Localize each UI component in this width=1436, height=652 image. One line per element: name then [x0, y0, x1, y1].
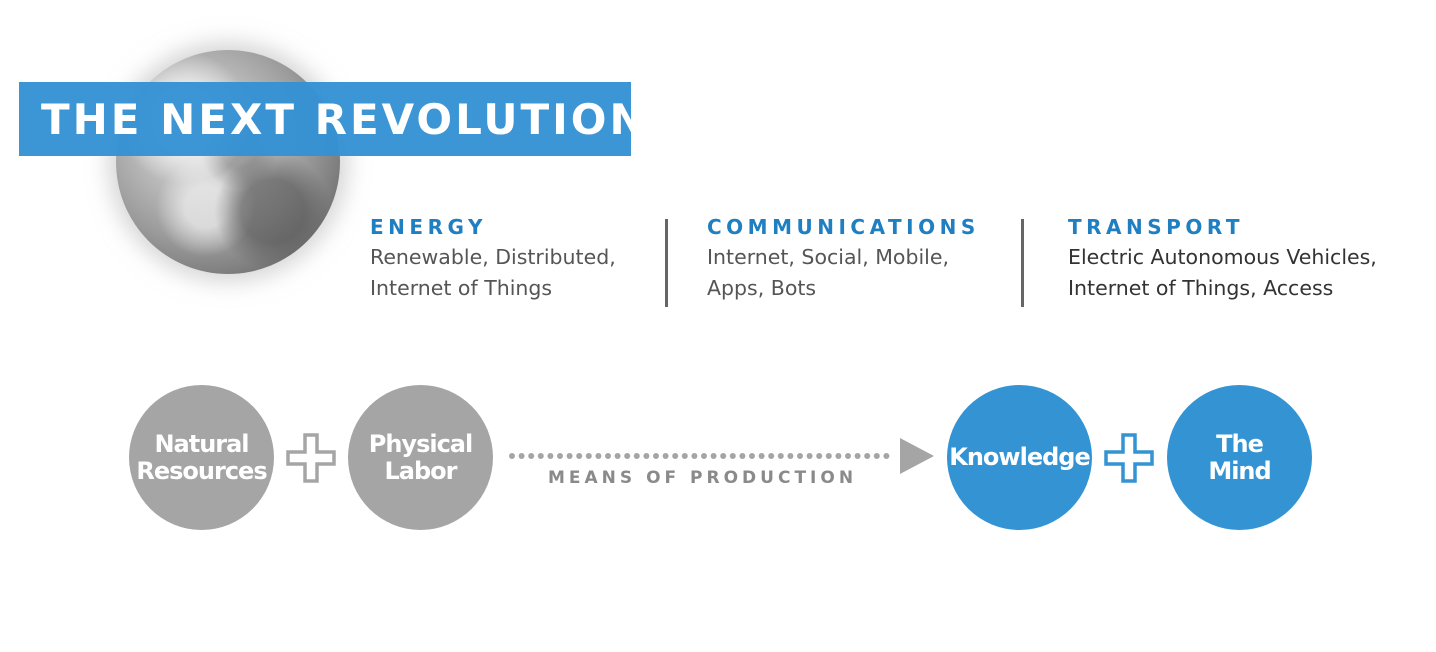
communications-heading: COMMUNICATIONS: [707, 215, 980, 239]
column-divider: [1021, 219, 1024, 307]
energy-line-2: Internet of Things: [370, 276, 553, 300]
the-mind-circle: The Mind: [1167, 385, 1312, 530]
transport-text: Electric Autonomous Vehicles, Internet o…: [1068, 242, 1377, 304]
natural-resources-circle: Natural Resources: [129, 385, 274, 530]
page-title: THE NEXT REVOLUTION: [41, 94, 648, 144]
energy-heading: ENERGY: [370, 215, 487, 239]
circle-label-line-1: Knowledge: [949, 443, 1090, 471]
circle-label-line-1: Physical: [368, 429, 473, 458]
energy-line-1: Renewable, Distributed,: [370, 245, 616, 269]
circle-label-line-1: The: [1216, 429, 1264, 458]
knowledge-circle: Knowledge: [947, 385, 1092, 530]
physical-labor-circle: Physical Labor: [348, 385, 493, 530]
transport-column: TRANSPORT Electric Autonomous Vehicles, …: [1068, 214, 1377, 304]
circle-label-line-1: Natural: [154, 429, 249, 458]
plus-icon: [286, 433, 336, 483]
circle-label-line-2: Labor: [384, 456, 457, 485]
communications-line-1: Internet, Social, Mobile,: [707, 245, 950, 269]
arrow-head-icon: [900, 438, 934, 474]
transport-line-2: Internet of Things, Access: [1068, 276, 1334, 300]
title-banner: THE NEXT REVOLUTION: [19, 82, 645, 156]
energy-column: ENERGY Renewable, Distributed, Internet …: [370, 214, 616, 304]
transport-heading: TRANSPORT: [1068, 215, 1244, 239]
circle-label-line-2: Mind: [1208, 456, 1271, 485]
energy-text: Renewable, Distributed, Internet of Thin…: [370, 242, 616, 304]
transport-line-1: Electric Autonomous Vehicles,: [1068, 245, 1377, 269]
communications-line-2: Apps, Bots: [707, 276, 817, 300]
dotted-arrow: [509, 438, 934, 474]
means-of-production-label: MEANS OF PRODUCTION: [548, 468, 858, 488]
circle-label-line-2: Resources: [136, 456, 267, 485]
plus-icon: [1104, 433, 1154, 483]
communications-text: Internet, Social, Mobile, Apps, Bots: [707, 242, 980, 304]
column-divider: [665, 219, 668, 307]
communications-column: COMMUNICATIONS Internet, Social, Mobile,…: [707, 214, 980, 304]
